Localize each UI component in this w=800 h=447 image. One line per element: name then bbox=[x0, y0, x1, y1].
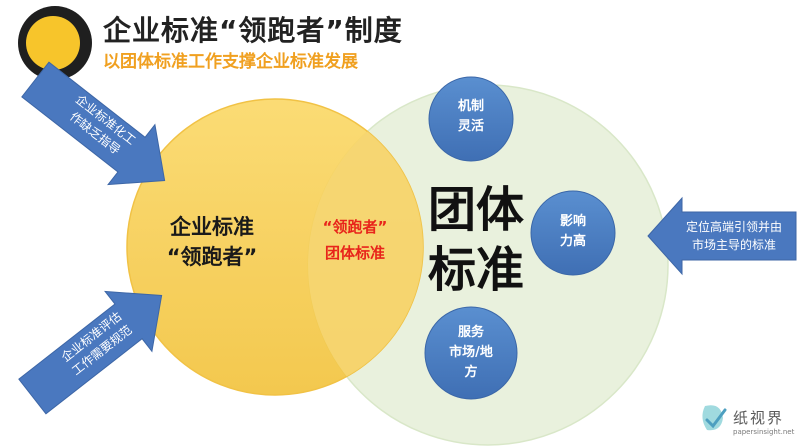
overlap-region bbox=[308, 99, 423, 395]
arrow-right bbox=[647, 196, 797, 276]
page-subtitle: 以团体标准工作支撑企业标准发展 bbox=[103, 52, 358, 72]
enterprise-standard-label: 企业标准 “领跑者” bbox=[166, 215, 258, 269]
brand-logo-icon bbox=[18, 6, 92, 80]
bubble-high-influence bbox=[530, 190, 616, 276]
overlap-label: “领跑者” 团体标准 bbox=[322, 218, 388, 262]
watermark-logo-icon bbox=[702, 405, 727, 431]
bubble-serve-market bbox=[424, 306, 518, 400]
arrow-bottom-left bbox=[18, 290, 163, 415]
bubble-flexible-mechanism bbox=[428, 76, 514, 162]
bubble-high-influence-label: 影响 力高 bbox=[559, 214, 586, 249]
bubble-serve-market-label: 服务 市场/地 方 bbox=[449, 325, 493, 380]
arrow-top-left bbox=[21, 61, 166, 186]
watermark-url: papersinsight.net bbox=[733, 428, 795, 436]
arrow-right-text: 定位高端引领并由 市场主导的标准 bbox=[685, 220, 782, 252]
page-title: 企业标准“领跑者”制度 bbox=[103, 14, 403, 47]
bubble-flexible-mechanism-label: 机制 灵活 bbox=[457, 99, 484, 134]
watermark-text: 纸视界 bbox=[733, 409, 785, 427]
group-standard-label: 团体 标准 bbox=[427, 182, 524, 298]
